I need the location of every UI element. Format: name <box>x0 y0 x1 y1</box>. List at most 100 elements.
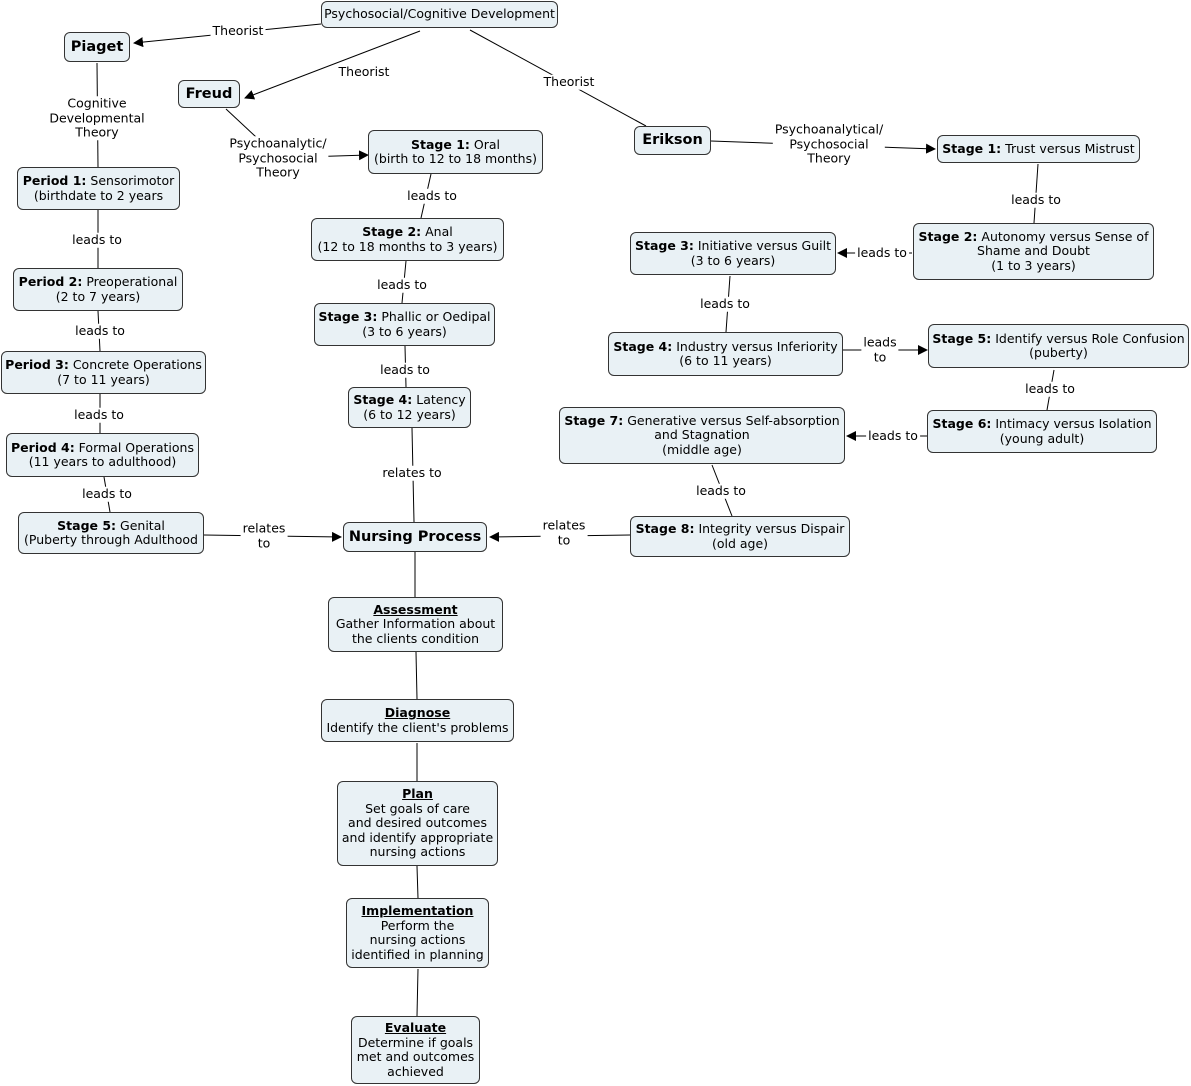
period-name: Preoperational <box>86 274 178 289</box>
piaget-stage-5-genital[interactable]: Stage 5: Genital (Puberty through Adulth… <box>18 512 204 554</box>
edge-label-leads-to: leads to <box>73 322 127 339</box>
root-label: Psychosocial/Cognitive Development <box>324 6 555 22</box>
edge-label-leads-to: leads to <box>694 482 748 499</box>
step-text: achieved <box>387 1063 444 1079</box>
period-age: (Puberty through Adulthood <box>24 532 198 547</box>
stage-age: (puberty) <box>1029 345 1088 360</box>
piaget-period-1[interactable]: Period 1: Sensorimotor (birthdate to 2 y… <box>17 167 180 210</box>
step-heading: Evaluate <box>384 1020 447 1035</box>
step-text: identified in planning <box>351 946 484 962</box>
erikson-stage-5[interactable]: Stage 5: Identify versus Role Confusion … <box>928 324 1189 368</box>
stage-name: Generative versus Self-absorption <box>627 412 840 428</box>
erikson-stage-7[interactable]: Stage 7: Generative versus Self-absorpti… <box>559 407 845 464</box>
step-text: the clients condition <box>351 630 480 646</box>
stage-name: Trust versus Mistrust <box>1005 140 1135 156</box>
period-name: Sensorimotor <box>90 173 175 188</box>
erikson-stage-4[interactable]: Stage 4: Industry versus Inferiority (6 … <box>608 332 843 376</box>
nursing-process-node[interactable]: Nursing Process <box>343 522 487 552</box>
edge-label-leads-to: leads to <box>72 406 126 423</box>
freud-label: Freud <box>185 85 233 102</box>
period-age: (11 years to adulthood) <box>28 454 177 469</box>
stage-name: Anal <box>425 224 453 239</box>
stage-heading: Stage 1: <box>411 136 470 152</box>
piaget-label: Piaget <box>70 38 124 55</box>
stage-heading: Stage 1: <box>942 140 1002 156</box>
freud-stage-2[interactable]: Stage 2: Anal (12 to 18 months to 3 year… <box>311 218 504 261</box>
piaget-period-4[interactable]: Period 4: Formal Operations (11 years to… <box>6 433 199 477</box>
period-name: Concrete Operations <box>72 357 202 372</box>
edge-label-relates-to-split: relates to <box>240 520 288 551</box>
step-text: Determine if goals <box>357 1034 474 1050</box>
step-text: Set goals of care <box>365 800 470 816</box>
root-node[interactable]: Psychosocial/Cognitive Development <box>321 1 558 28</box>
stage-age: (3 to 6 years) <box>690 252 776 268</box>
piaget-period-3[interactable]: Period 3: Concrete Operations (7 to 11 y… <box>1 351 206 394</box>
edge-label-theorist-erikson: Theorist <box>541 73 597 90</box>
stage-name: Initiative versus Guilt <box>697 238 832 253</box>
stage-age: (young adult) <box>999 430 1085 446</box>
edge-label-freud-theory: Psychoanalytic/ Psychosocial Theory <box>227 135 329 180</box>
stage-age: (6 to 12 years) <box>363 406 456 422</box>
step-text: nursing actions <box>369 932 466 947</box>
step-text: Perform the <box>380 917 455 933</box>
erikson-label: Erikson <box>642 132 703 149</box>
period-name: Genital <box>120 517 165 533</box>
erikson-stage-3[interactable]: Stage 3: Initiative versus Guilt (3 to 6… <box>630 232 836 275</box>
np-plan[interactable]: Plan Set goals of care and desired outco… <box>337 781 498 866</box>
step-text: met and outcomes <box>356 1049 475 1064</box>
stage-name: Oral <box>473 136 500 152</box>
erikson-stage-6[interactable]: Stage 6: Intimacy versus Isolation (youn… <box>927 410 1157 453</box>
theorist-freud[interactable]: Freud <box>178 80 240 108</box>
np-assessment[interactable]: Assessment Gather Information about the … <box>328 597 503 652</box>
period-age: (7 to 11 years) <box>57 371 150 387</box>
np-evaluate[interactable]: Evaluate Determine if goals met and outc… <box>351 1016 480 1084</box>
stage-name-cont: and Stagnation <box>654 427 750 443</box>
edge-label-relates-to-split: relates to <box>540 517 588 548</box>
piaget-period-2[interactable]: Period 2: Preoperational (2 to 7 years) <box>13 268 183 311</box>
freud-stage-4[interactable]: Stage 4: Latency (6 to 12 years) <box>348 387 471 428</box>
edge-label-leads-to: leads to <box>1009 191 1063 208</box>
erikson-stage-1[interactable]: Stage 1: Trust versus Mistrust <box>937 135 1140 163</box>
step-heading: Assessment <box>373 601 458 617</box>
edge-label-piaget-theory: Cognitive Developmental Theory <box>47 95 147 140</box>
edge-label-leads-to: leads to <box>698 295 752 312</box>
freud-stage-1[interactable]: Stage 1: Oral (birth to 12 to 18 months) <box>368 130 543 174</box>
edge-label-leads-to: leads to <box>855 244 909 261</box>
edge-label-leads-to: leads to <box>1023 380 1077 397</box>
edge-label-leads-to: leads to <box>375 276 429 293</box>
step-text: and desired outcomes <box>348 815 487 831</box>
edge-label-theorist-piaget: Theorist <box>210 22 266 39</box>
erikson-stage-8[interactable]: Stage 8: Integrity versus Dispair (old a… <box>630 516 850 557</box>
step-text: Identify the client's problems <box>326 719 509 735</box>
stage-heading: Stage 3: <box>634 238 694 253</box>
step-heading: Diagnose <box>384 705 451 720</box>
stage-name: Industry versus Inferiority <box>676 338 838 354</box>
period-heading: Period 1: <box>22 173 87 188</box>
edge-label-leads-to: leads to <box>80 485 134 502</box>
stage-age: (12 to 18 months to 3 years) <box>317 238 498 254</box>
stage-heading: Stage 4: <box>353 392 413 407</box>
stage-heading: Stage 2: <box>918 228 978 244</box>
stage-age: (middle age) <box>662 441 742 457</box>
stage-age: (6 to 11 years) <box>679 353 772 368</box>
period-name: Formal Operations <box>78 439 194 455</box>
stage-age: (old age) <box>711 535 769 551</box>
edge-label-leads-to: leads to <box>405 187 459 204</box>
np-diagnose[interactable]: Diagnose Identify the client's problems <box>321 699 514 742</box>
stage-heading: Stage 4: <box>613 338 673 354</box>
theorist-erikson[interactable]: Erikson <box>634 126 711 155</box>
stage-heading: Stage 8: <box>635 521 695 536</box>
edge-label-leads-to-split: leads to <box>861 334 899 365</box>
edge-label-theorist-freud: Theorist <box>336 63 392 80</box>
theorist-piaget[interactable]: Piaget <box>64 32 130 62</box>
stage-name: Integrity versus Dispair <box>698 521 845 536</box>
erikson-stage-2[interactable]: Stage 2: Autonomy versus Sense of Shame … <box>913 223 1154 280</box>
step-heading: Implementation <box>361 903 474 918</box>
stage-heading: Stage 2: <box>362 224 422 239</box>
stage-heading: Stage 6: <box>932 416 992 431</box>
np-implementation[interactable]: Implementation Perform the nursing actio… <box>346 898 489 968</box>
step-text: nursing actions <box>369 844 466 860</box>
period-heading: Period 2: <box>18 274 83 289</box>
edge-label-relates-to: relates to <box>380 464 444 481</box>
freud-stage-3[interactable]: Stage 3: Phallic or Oedipal (3 to 6 year… <box>314 303 495 346</box>
